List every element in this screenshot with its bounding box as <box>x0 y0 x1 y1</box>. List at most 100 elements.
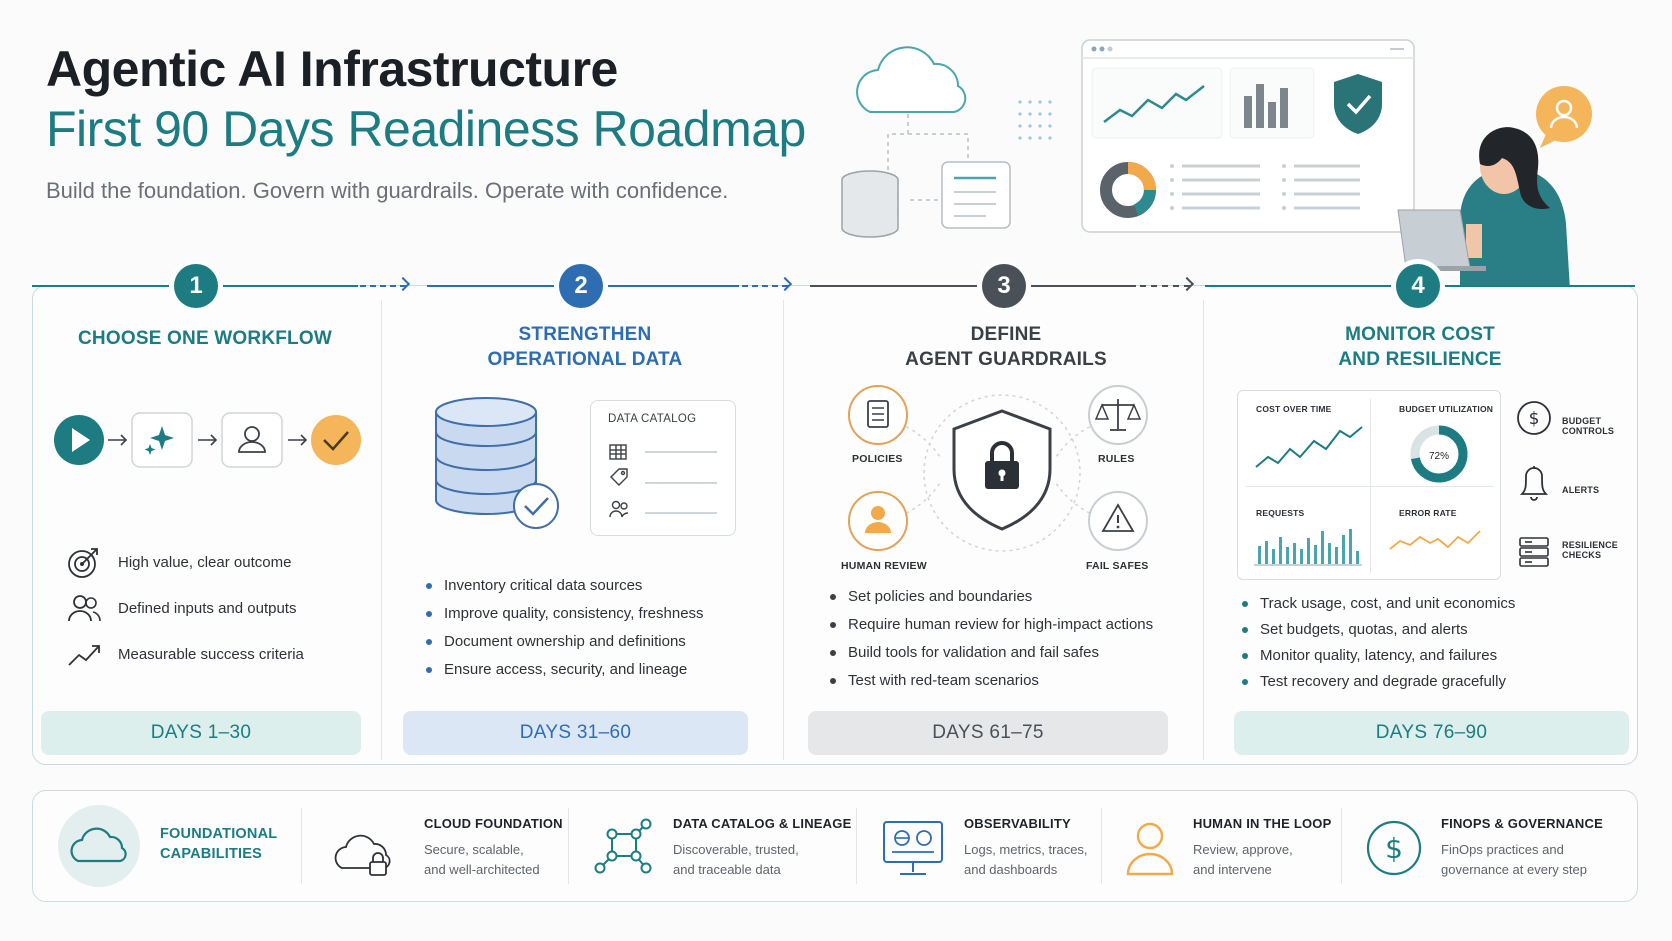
person-icon <box>1126 822 1174 876</box>
error-rate-line <box>1389 530 1481 550</box>
step-1-title: CHOOSE ONE WORKFLOW <box>78 328 332 349</box>
step-4-title: MONITOR COST AND RESILIENCE <box>1338 324 1502 370</box>
person-icon <box>221 412 283 468</box>
database-icon <box>841 170 899 238</box>
database-check-icon <box>435 397 559 529</box>
resilience-checks-label: RESILIENCE CHECKS <box>1562 540 1619 560</box>
guardrails-diagram <box>848 385 1148 552</box>
step-number-1: 1 <box>174 264 218 308</box>
step-3-title: DEFINE AGENT GUARDRAILS <box>905 324 1107 370</box>
users-icon <box>66 590 102 626</box>
policies-label: POLICIES <box>852 453 903 465</box>
svg-text:$: $ <box>1529 409 1540 429</box>
cost-line <box>1255 426 1363 468</box>
document-icon <box>941 161 1011 229</box>
dashboard-window <box>1081 39 1415 233</box>
graph-icon <box>594 818 652 874</box>
page-subtitle: First 90 Days Readiness Roadmap <box>46 101 806 157</box>
step-3-bullets: Set policies and boundaries Require huma… <box>828 583 1153 695</box>
shield-check-icon <box>1334 74 1382 134</box>
workflow-diagram <box>54 412 361 468</box>
svg-text:$: $ <box>1385 832 1403 865</box>
trend-up-icon <box>66 636 102 672</box>
bullet-item: Build tools for validation and fail safe… <box>828 639 1153 667</box>
step-number-3: 3 <box>982 264 1026 308</box>
capability-title: CLOUD FOUNDATION <box>424 816 563 831</box>
bullet-item: Set budgets, quotas, and alerts <box>1240 617 1515 643</box>
step-number-4: 4 <box>1396 264 1440 308</box>
step-2-title: STRENGTHEN OPERATIONAL DATA <box>487 324 683 370</box>
days-badge-2: DAYS 31–60 <box>403 711 748 755</box>
scales-icon <box>1088 385 1148 445</box>
human-review-label: HUMAN REVIEW <box>841 560 927 572</box>
data-catalog-label: DATA CATALOG <box>608 413 697 425</box>
bullet-item: Monitor quality, latency, and failures <box>1240 643 1515 669</box>
bullet-item: Test recovery and degrade gracefully <box>1240 669 1515 695</box>
feature-label: High value, clear outcome <box>118 553 292 571</box>
budget-gauge <box>1410 425 1468 483</box>
dot-grid-decoration <box>1018 100 1052 140</box>
capability-desc: Discoverable, trusted, and traceable dat… <box>673 842 799 877</box>
bullet-item: Improve quality, consistency, freshness <box>424 600 704 628</box>
monitoring-dashboard: COST OVER TIME BUDGET UTILIZATION REQUES… <box>1237 390 1501 580</box>
requests-label: REQUESTS <box>1256 508 1305 518</box>
cloud-icon <box>58 805 140 887</box>
step-3-line <box>810 285 1136 287</box>
cloud-icon <box>856 46 967 113</box>
tagline: Build the foundation. Govern with guardr… <box>46 178 729 203</box>
capability-desc: Logs, metrics, traces, and dashboards <box>964 842 1088 877</box>
capability-title: FINOPS & GOVERNANCE <box>1441 816 1603 831</box>
bullet-item: Set policies and boundaries <box>828 583 1153 611</box>
policies-icon <box>848 385 908 445</box>
tag-icon <box>610 468 628 486</box>
capability-desc: Secure, scalable, and well-architected <box>424 842 540 877</box>
connector-2-3 <box>742 285 788 287</box>
data-catalog-card: DATA CATALOG <box>590 400 736 536</box>
fail-safes-label: FAIL SAFES <box>1086 560 1149 572</box>
rules-label: RULES <box>1098 453 1135 465</box>
bullet-item: Inventory critical data sources <box>424 572 704 600</box>
capability-title: DATA CATALOG & LINEAGE <box>673 816 852 831</box>
feature-item: Defined inputs and outputs <box>66 590 296 626</box>
bullet-item: Test with red-team scenarios <box>828 667 1153 695</box>
bullet-item: Track usage, cost, and unit economics <box>1240 591 1515 617</box>
warning-icon <box>1088 491 1148 551</box>
capabilities-heading: FOUNDATIONAL CAPABILITIES <box>160 826 278 862</box>
cost-over-time-label: COST OVER TIME <box>1256 404 1332 414</box>
dollar-icon: $ <box>1366 820 1422 876</box>
play-icon <box>54 415 104 465</box>
feature-item: High value, clear outcome <box>66 544 291 580</box>
hero-illustration <box>841 39 1592 290</box>
days-badge-3: DAYS 61–75 <box>808 711 1168 755</box>
check-icon <box>311 415 361 465</box>
server-icon <box>1519 537 1549 567</box>
dollar-icon: $ <box>1517 401 1551 435</box>
step-number-2: 2 <box>559 264 603 308</box>
capability-title: HUMAN IN THE LOOP <box>1193 816 1332 831</box>
requests-bars <box>1258 529 1359 564</box>
feature-item: Measurable success criteria <box>66 636 304 672</box>
column-divider <box>783 300 784 760</box>
capability-desc: FinOps practices and governance at every… <box>1441 842 1587 877</box>
feature-label: Measurable success criteria <box>118 645 304 663</box>
bullet-item: Document ownership and definitions <box>424 628 704 656</box>
error-rate-label: ERROR RATE <box>1399 508 1457 518</box>
monitor-icon <box>883 821 943 875</box>
column-divider <box>1203 300 1204 760</box>
bullet-item: Require human review for high-impact act… <box>828 611 1153 639</box>
capability-desc: Review, approve, and intervene <box>1193 842 1293 877</box>
page-title: Agentic AI Infrastructure <box>46 41 618 97</box>
shield-lock-icon <box>952 409 1052 531</box>
column-divider <box>381 300 382 760</box>
days-badge-4: DAYS 76–90 <box>1234 711 1629 755</box>
user-chat-bubble-icon <box>1536 86 1592 148</box>
feature-label: Defined inputs and outputs <box>118 599 297 617</box>
connector-3-4 <box>1140 285 1190 287</box>
capability-title: OBSERVABILITY <box>964 816 1071 831</box>
foundational-capabilities-strip <box>32 790 1638 902</box>
users-icon <box>609 500 629 518</box>
step-4-bullets: Track usage, cost, and unit economics Se… <box>1240 591 1515 695</box>
person-with-laptop-illustration <box>1397 127 1570 290</box>
budget-utilization-label: BUDGET UTILIZATION <box>1399 404 1494 414</box>
target-icon <box>66 544 102 580</box>
